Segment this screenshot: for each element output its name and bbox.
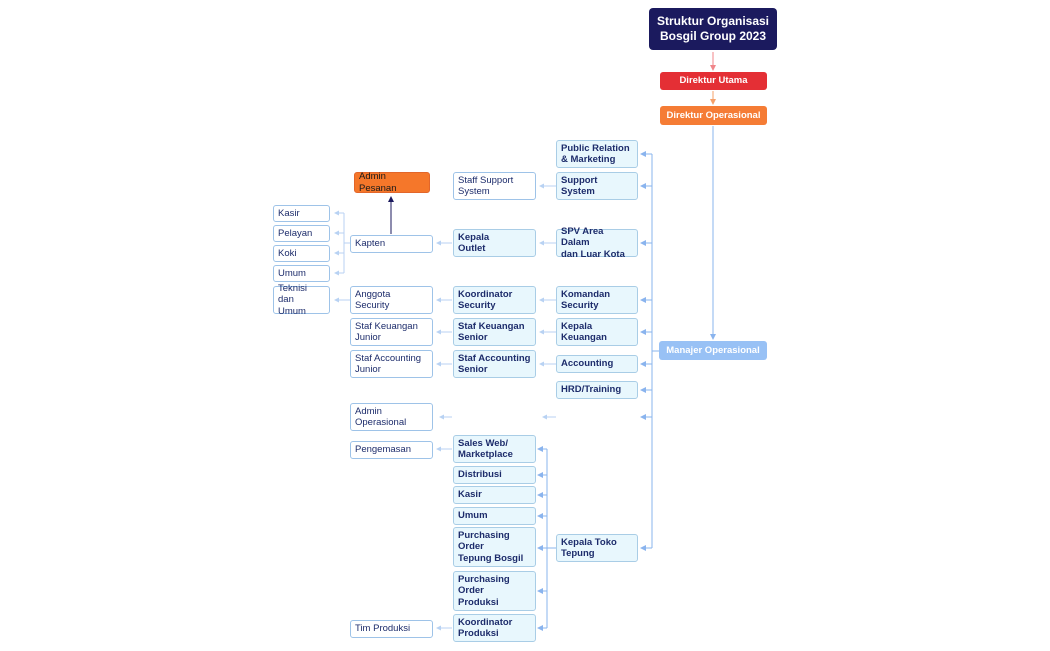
node-kasir-toko: Kasir — [453, 486, 536, 504]
node-kepala-toko-tepung: Kepala Toko Tepung — [556, 534, 638, 562]
node-tim-produksi: Tim Produksi — [350, 620, 433, 638]
node-kepala-keuangan: Kepala Keuangan — [556, 318, 638, 346]
node-accounting: Accounting — [556, 355, 638, 373]
node-komandan-security: Komandan Security — [556, 286, 638, 314]
node-kasir: Kasir — [273, 205, 330, 222]
node-pelayan: Pelayan — [273, 225, 330, 242]
node-staf-keuangan-junior: Staf Keuangan Junior — [350, 318, 433, 346]
node-anggota-security: Anggota Security — [350, 286, 433, 314]
node-admin-pesanan: Admin Pesanan — [354, 171, 430, 194]
node-sales-web: Sales Web/ Marketplace — [453, 435, 536, 463]
node-pengemasan: Pengemasan — [350, 441, 433, 459]
node-public-relation: Public Relation & Marketing — [556, 140, 638, 168]
node-po-tepung: Purchasing Order Tepung Bosgil — [453, 527, 536, 567]
node-po-produksi: Purchasing Order Produksi — [453, 571, 536, 611]
node-staff-support-system: Staff Support System — [453, 172, 536, 200]
node-kepala-outlet: Kepala Outlet — [453, 229, 536, 257]
node-hrd-training: HRD/Training — [556, 381, 638, 399]
node-spv-area: SPV Area Dalam dan Luar Kota — [556, 226, 638, 260]
node-support-system: Support System — [556, 172, 638, 200]
node-staf-accounting-junior: Staf Accounting Junior — [350, 350, 433, 378]
node-staf-keuangan-senior: Staf Keuangan Senior — [453, 318, 536, 346]
node-manajer-operasional: Manajer Operasional — [659, 341, 767, 360]
node-admin-operasional: Admin Operasional — [350, 403, 433, 431]
node-direktur-utama: Direktur Utama — [660, 72, 767, 90]
node-distribusi: Distribusi — [453, 466, 536, 484]
node-teknisi-dan-umum: Teknisi dan Umum — [273, 283, 330, 317]
node-staf-accounting-senior: Staf Accounting Senior — [453, 350, 536, 378]
chart-title: Struktur Organisasi Bosgil Group 2023 — [649, 8, 777, 50]
node-umum: Umum — [273, 265, 330, 282]
node-koordinator-security: Koordinator Security — [453, 286, 536, 314]
node-koordinator-produksi: Koordinator Produksi — [453, 614, 536, 642]
node-koki: Koki — [273, 245, 330, 262]
node-kapten: Kapten — [350, 235, 433, 253]
node-umum-toko: Umum — [453, 507, 536, 525]
node-direktur-operasional: Direktur Operasional — [660, 106, 767, 125]
